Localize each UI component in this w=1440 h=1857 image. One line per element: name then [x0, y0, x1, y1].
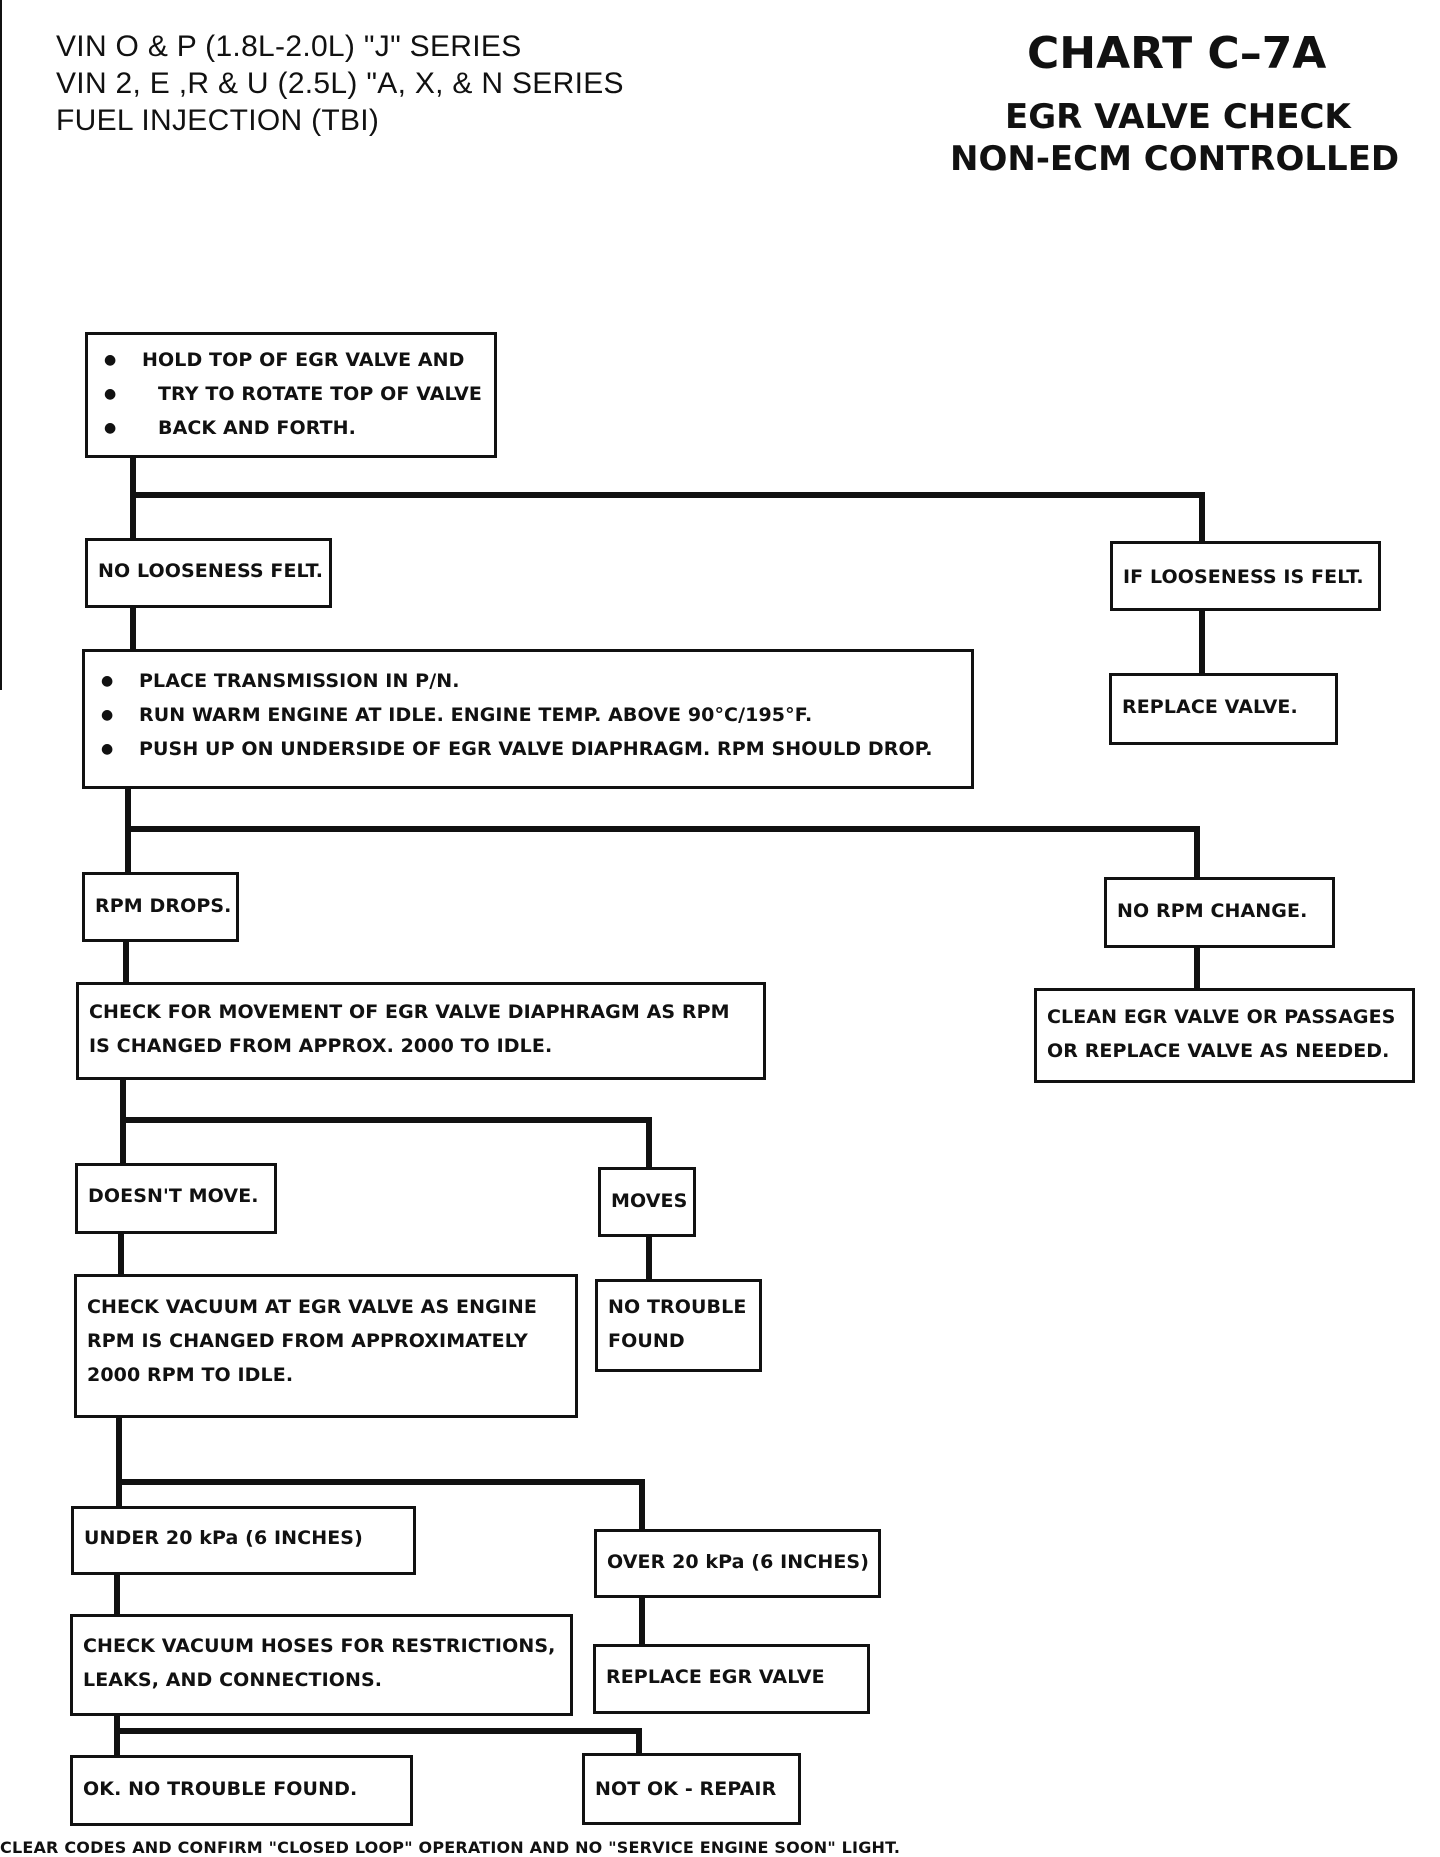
clean-egr-line-1: CLEAN EGR VALVE OR PASSAGES: [1047, 1006, 1396, 1028]
no-trouble-line-1: NO TROUBLE: [608, 1296, 747, 1318]
rpm-drops-label: RPM DROPS.: [95, 895, 232, 917]
over-20-label: OVER 20 kPa (6 INCHES): [607, 1551, 869, 1573]
result-under-20-kpa: UNDER 20 kPa (6 INCHES): [71, 1506, 416, 1575]
result-rpm-drops: RPM DROPS.: [82, 872, 239, 942]
connector-step1-down: [130, 455, 136, 541]
check-hoses-line-2: LEAKS, AND CONNECTIONS.: [83, 1669, 383, 1691]
under-20-label: UNDER 20 kPa (6 INCHES): [84, 1527, 363, 1549]
check-vacuum-line-2: RPM IS CHANGED FROM APPROXIMATELY: [87, 1330, 528, 1352]
connector-to-not-ok: [636, 1728, 642, 1756]
check-movement-line-2: IS CHANGED FROM APPROX. 2000 TO IDLE.: [89, 1035, 553, 1057]
result-ok-no-trouble-found: OK. NO TROUBLE FOUND.: [70, 1755, 413, 1826]
header-line-3: FUEL INJECTION (TBI): [56, 104, 380, 137]
chart-title: CHART C–7A: [1027, 28, 1327, 79]
step-place-transmission: PLACE TRANSMISSION IN P/N. RUN WARM ENGI…: [82, 649, 974, 789]
connector-vacuum-down: [116, 1415, 122, 1506]
connector-to-moves: [646, 1117, 652, 1170]
action-replace-egr-valve: REPLACE EGR VALVE: [593, 1644, 870, 1714]
connector-to-check-movement: [123, 939, 129, 985]
step-check-diaphragm-movement: CHECK FOR MOVEMENT OF EGR VALVE DIAPHRAG…: [76, 982, 766, 1080]
connector-to-step2: [130, 604, 136, 652]
chart-title-block: CHART C–7A EGR VALVE CHECK NON-ECM CONTR…: [950, 26, 1440, 180]
chart-subtitle-2: NON-ECM CONTROLLED: [950, 139, 1400, 179]
action-clean-egr-valve: CLEAN EGR VALVE OR PASSAGES OR REPLACE V…: [1034, 988, 1415, 1083]
action-not-ok-repair: NOT OK - REPAIR: [582, 1753, 801, 1825]
check-movement-line-1: CHECK FOR MOVEMENT OF EGR VALVE DIAPHRAG…: [89, 1001, 730, 1023]
connector-to-check-hoses: [114, 1572, 120, 1617]
connector-to-replace-valve: [1199, 607, 1205, 676]
no-trouble-line-2: FOUND: [608, 1330, 685, 1352]
if-looseness-label: IF LOOSENESS IS FELT.: [1123, 566, 1364, 588]
connector-to-clean-egr: [1194, 945, 1200, 991]
check-hoses-line-1: CHECK VACUUM HOSES FOR RESTRICTIONS,: [83, 1635, 556, 1657]
check-vacuum-line-1: CHECK VACUUM AT EGR VALVE AS ENGINE: [87, 1296, 538, 1318]
connector-hoses-down: [114, 1713, 120, 1758]
connector-to-no-rpm-change: [1194, 826, 1200, 880]
clean-egr-line-2: OR REPLACE VALVE AS NEEDED.: [1047, 1040, 1390, 1062]
replace-valve-label: REPLACE VALVE.: [1122, 696, 1298, 718]
check-vacuum-line-3: 2000 RPM TO IDLE.: [87, 1364, 294, 1386]
header-line-2: VIN 2, E ,R & U (2.5L) "A, X, & N SERIES: [56, 67, 624, 100]
result-no-trouble-found: NO TROUBLE FOUND: [595, 1279, 762, 1372]
step1-line-3: BACK AND FORTH.: [98, 411, 484, 445]
result-over-20-kpa: OVER 20 kPa (6 INCHES): [594, 1529, 881, 1598]
result-if-looseness: IF LOOSENESS IS FELT.: [1110, 541, 1381, 611]
connector-branch-vacuum: [116, 1479, 645, 1485]
step1-line-2: TRY TO ROTATE TOP OF VALVE: [98, 377, 484, 411]
not-ok-repair-label: NOT OK - REPAIR: [595, 1778, 777, 1800]
result-no-looseness: NO LOOSENESS FELT.: [85, 538, 332, 608]
result-doesnt-move: DOESN'T MOVE.: [75, 1163, 277, 1234]
header-line-1: VIN O & P (1.8L-2.0L) "J" SERIES: [56, 30, 522, 63]
action-replace-valve: REPLACE VALVE.: [1109, 673, 1338, 745]
connector-branch-looseness: [130, 492, 1205, 498]
page-left-border: [0, 0, 2, 690]
step2-line-1: PLACE TRANSMISSION IN P/N.: [95, 664, 961, 698]
step-hold-top-egr-valve: HOLD TOP OF EGR VALVE AND TRY TO ROTATE …: [85, 332, 497, 458]
vehicle-applicability-header: VIN O & P (1.8L-2.0L) "J" SERIES VIN 2, …: [56, 28, 624, 139]
chart-subtitle-1: EGR VALVE CHECK: [1005, 97, 1351, 137]
doesnt-move-label: DOESN'T MOVE.: [88, 1185, 259, 1207]
connector-to-over-20: [639, 1479, 645, 1532]
connector-to-if-looseness: [1199, 492, 1205, 544]
connector-branch-hoses: [114, 1728, 642, 1734]
ok-no-trouble-label: OK. NO TROUBLE FOUND.: [83, 1778, 358, 1800]
step-check-vacuum-hoses: CHECK VACUUM HOSES FOR RESTRICTIONS, LEA…: [70, 1614, 573, 1716]
replace-egr-valve-label: REPLACE EGR VALVE: [606, 1666, 825, 1688]
moves-label: MOVES: [611, 1190, 688, 1212]
result-moves: MOVES: [598, 1167, 696, 1237]
step1-line-1: HOLD TOP OF EGR VALVE AND: [98, 343, 484, 377]
connector-to-check-vacuum: [118, 1231, 124, 1277]
step2-line-2: RUN WARM ENGINE AT IDLE. ENGINE TEMP. AB…: [95, 698, 961, 732]
no-rpm-change-label: NO RPM CHANGE.: [1117, 900, 1308, 922]
connector-branch-movement: [120, 1117, 652, 1123]
step2-line-3: PUSH UP ON UNDERSIDE OF EGR VALVE DIAPHR…: [95, 732, 961, 766]
step-check-vacuum-at-egr: CHECK VACUUM AT EGR VALVE AS ENGINE RPM …: [74, 1274, 578, 1418]
footer-instruction: CLEAR CODES AND CONFIRM "CLOSED LOOP" OP…: [0, 1838, 901, 1857]
connector-to-replace-egr: [639, 1595, 645, 1647]
connector-branch-rpm: [125, 826, 1200, 832]
no-looseness-label: NO LOOSENESS FELT.: [98, 560, 324, 582]
result-no-rpm-change: NO RPM CHANGE.: [1104, 877, 1335, 948]
connector-to-no-trouble: [646, 1234, 652, 1282]
